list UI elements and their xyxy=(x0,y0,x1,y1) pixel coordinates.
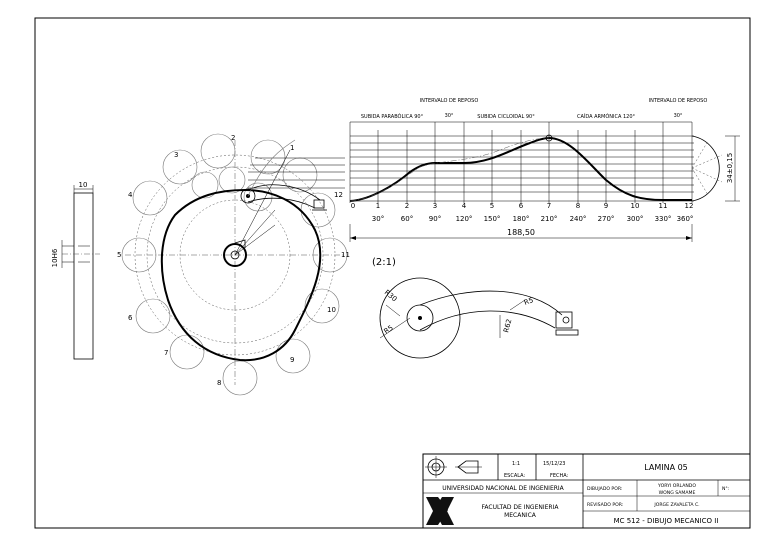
projection-symbol-icon xyxy=(425,456,482,478)
angle-label: 360° xyxy=(677,215,694,223)
inner-circle xyxy=(179,199,291,311)
plate-views: 10 10H6 xyxy=(51,181,100,360)
displacement-curve xyxy=(349,136,692,202)
station-number: 10 xyxy=(631,202,640,210)
point-label: 9 xyxy=(290,356,294,364)
drawn-by-label: DIBUJADO POR: xyxy=(587,486,623,492)
scale-value: 1:1 xyxy=(512,461,520,467)
angle-label: 240° xyxy=(570,215,587,223)
detail-radius-62: R62 xyxy=(502,318,513,333)
follower-pivot xyxy=(313,199,325,209)
point-label: 12 xyxy=(334,191,343,199)
segment-label: SUBIDA CICLOIDAL 90° xyxy=(477,114,535,120)
title-block: 1:1 ESCALA: 15/12/23 FECHA: LAMINA 05 UN… xyxy=(422,453,751,529)
displacement-diagram: 34±0,15 SUBIDA PARABÓLICA 90° INTERVALO … xyxy=(349,98,740,242)
detail-radius-5b: R5 xyxy=(523,296,535,307)
angle-label: 60° xyxy=(401,215,413,223)
base-circle xyxy=(134,154,336,356)
station-number: 9 xyxy=(604,202,608,210)
segment-label: CAÍDA ARMÓNICA 120° xyxy=(577,113,636,120)
detail-scale-label: (2:1) xyxy=(372,257,396,268)
station-number: 3 xyxy=(433,202,437,210)
segment-label: SUBIDA PARABÓLICA 90° xyxy=(361,113,424,120)
station-number: 11 xyxy=(659,202,668,210)
drawn-by-line-2: WONG SAMAME xyxy=(659,490,696,496)
point-label: 7 xyxy=(164,349,168,357)
angle-label: 150° xyxy=(484,215,501,223)
point-label: 5 xyxy=(117,251,121,259)
rise-height-dim: 34±0,15 xyxy=(726,153,734,183)
segment-sublabel: 30° xyxy=(445,113,454,119)
angle-label: 300° xyxy=(627,215,644,223)
follower-arm xyxy=(247,184,321,209)
sheet-title: LAMINA 05 xyxy=(644,463,688,472)
scale-label: ESCALA: xyxy=(504,473,525,479)
total-length-dim: 188,50 xyxy=(507,228,535,237)
station-number: 1 xyxy=(376,202,380,210)
angle-label: 30° xyxy=(372,215,384,223)
university-name: UNIVERSIDAD NACIONAL DE INGENIERIA xyxy=(442,485,564,492)
drawn-by-line-1: YORYI ORLANDO xyxy=(657,483,696,489)
point-label: 11 xyxy=(341,251,350,259)
harmonic-construction xyxy=(691,135,720,202)
course-name: MC 512 - DIBUJO MECANICO II xyxy=(614,517,719,525)
station-number: 6 xyxy=(519,202,524,210)
reviewed-by: JORGE ZAVALETA C. xyxy=(653,502,699,508)
station-number: 5 xyxy=(490,202,494,210)
detail-radius-30: R30 xyxy=(383,288,399,303)
detail-arm xyxy=(419,290,563,331)
point-label: 1 xyxy=(290,144,294,152)
cam-profile xyxy=(160,188,322,362)
angle-point-labels: 1 2 3 4 5 6 7 8 9 10 11 12 xyxy=(117,134,350,387)
station-number: 8 xyxy=(576,202,580,210)
sheet-border xyxy=(34,17,751,529)
angle-label: 270° xyxy=(598,215,615,223)
university-logo-icon xyxy=(425,496,455,526)
plate-width-dim: 10 xyxy=(79,181,88,189)
reviewed-by-label: REVISADO POR: xyxy=(587,502,624,508)
point-label: 8 xyxy=(217,379,221,387)
angle-label: 90° xyxy=(429,215,441,223)
segment-label: INTERVALO DE REPOSO xyxy=(649,98,708,104)
station-number: 12 xyxy=(685,202,694,210)
angle-label: 180° xyxy=(513,215,530,223)
diagram-grid xyxy=(349,121,694,203)
plate-bore-dim: 10H6 xyxy=(51,248,59,267)
point-label: 2 xyxy=(231,134,235,142)
hub-inner xyxy=(230,250,240,260)
station-number: 4 xyxy=(462,202,467,210)
detail-radius-5a: R5 xyxy=(383,324,395,336)
segment-label: INTERVALO DE REPOSO xyxy=(420,98,479,104)
point-label: 6 xyxy=(128,314,133,322)
segment-sublabel: 30° xyxy=(674,113,683,119)
angle-label: 210° xyxy=(541,215,558,223)
station-number: 2 xyxy=(405,202,409,210)
faculty-line-2: MECANICA xyxy=(504,512,537,519)
angle-label: 120° xyxy=(456,215,473,223)
point-label: 4 xyxy=(128,191,133,199)
hub-outer xyxy=(223,243,247,267)
station-number: 7 xyxy=(547,202,551,210)
point-label: 3 xyxy=(174,151,178,159)
cam-layout xyxy=(121,133,348,396)
detail-view: (2:1) R30 R5 R5 R62 xyxy=(372,257,579,359)
date-label: FECHA: xyxy=(550,473,569,479)
number-label: N°: xyxy=(722,486,730,492)
date-value: 15/12/23 xyxy=(543,461,565,467)
angle-label: 330° xyxy=(655,215,672,223)
plate-top-view xyxy=(73,192,94,360)
roller-circles xyxy=(121,133,348,396)
prime-circle xyxy=(146,166,324,344)
faculty-line-1: FACULTAD DE INGENIERIA xyxy=(482,504,560,511)
station-number: 0 xyxy=(351,202,355,210)
point-label: 10 xyxy=(327,306,336,314)
